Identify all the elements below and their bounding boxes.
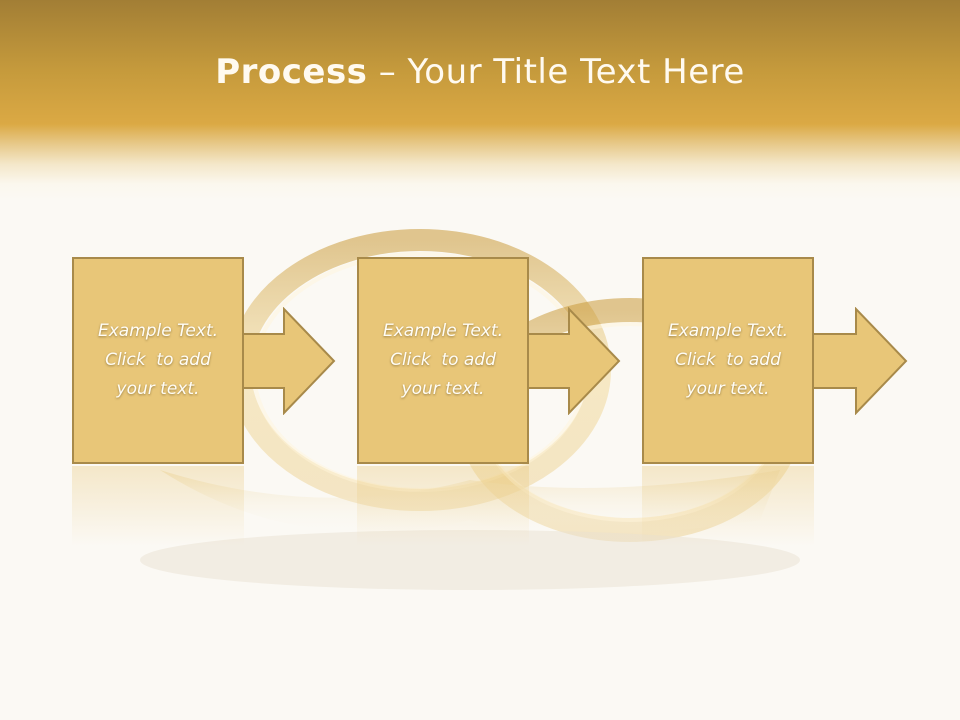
- step-3-line-3: your text.: [686, 379, 770, 399]
- step-1-box[interactable]: Example Text. Click to add your text.: [72, 257, 244, 464]
- step-1-text: Example Text. Click to add your text.: [83, 317, 233, 404]
- step-1-reflection: [72, 466, 244, 546]
- step-1-line-2: Click to add: [105, 350, 211, 370]
- step-3-box[interactable]: Example Text. Click to add your text.: [642, 257, 814, 464]
- step-1-line-3: your text.: [116, 379, 200, 399]
- title-bold: Process: [215, 52, 368, 92]
- step-3-line-2: Click to add: [675, 350, 781, 370]
- title-rest: – Your Title Text Here: [367, 52, 745, 92]
- slide-title[interactable]: Process – Your Title Text Here: [0, 52, 960, 92]
- arrow-3-icon: [812, 307, 908, 415]
- step-2-line-3: your text.: [401, 379, 485, 399]
- step-3-reflection: [642, 466, 814, 546]
- step-2-line-2: Click to add: [390, 350, 496, 370]
- step-2-line-1: Example Text.: [382, 321, 504, 341]
- step-2-text: Example Text. Click to add your text.: [368, 317, 518, 404]
- arrow-2-icon: [525, 307, 621, 415]
- step-3-text: Example Text. Click to add your text.: [653, 317, 803, 404]
- arrow-1-icon: [240, 307, 336, 415]
- step-3-line-1: Example Text.: [667, 321, 789, 341]
- header-band: [0, 0, 960, 200]
- step-1-line-1: Example Text.: [97, 321, 219, 341]
- step-2-reflection: [357, 466, 529, 546]
- step-2-box[interactable]: Example Text. Click to add your text.: [357, 257, 529, 464]
